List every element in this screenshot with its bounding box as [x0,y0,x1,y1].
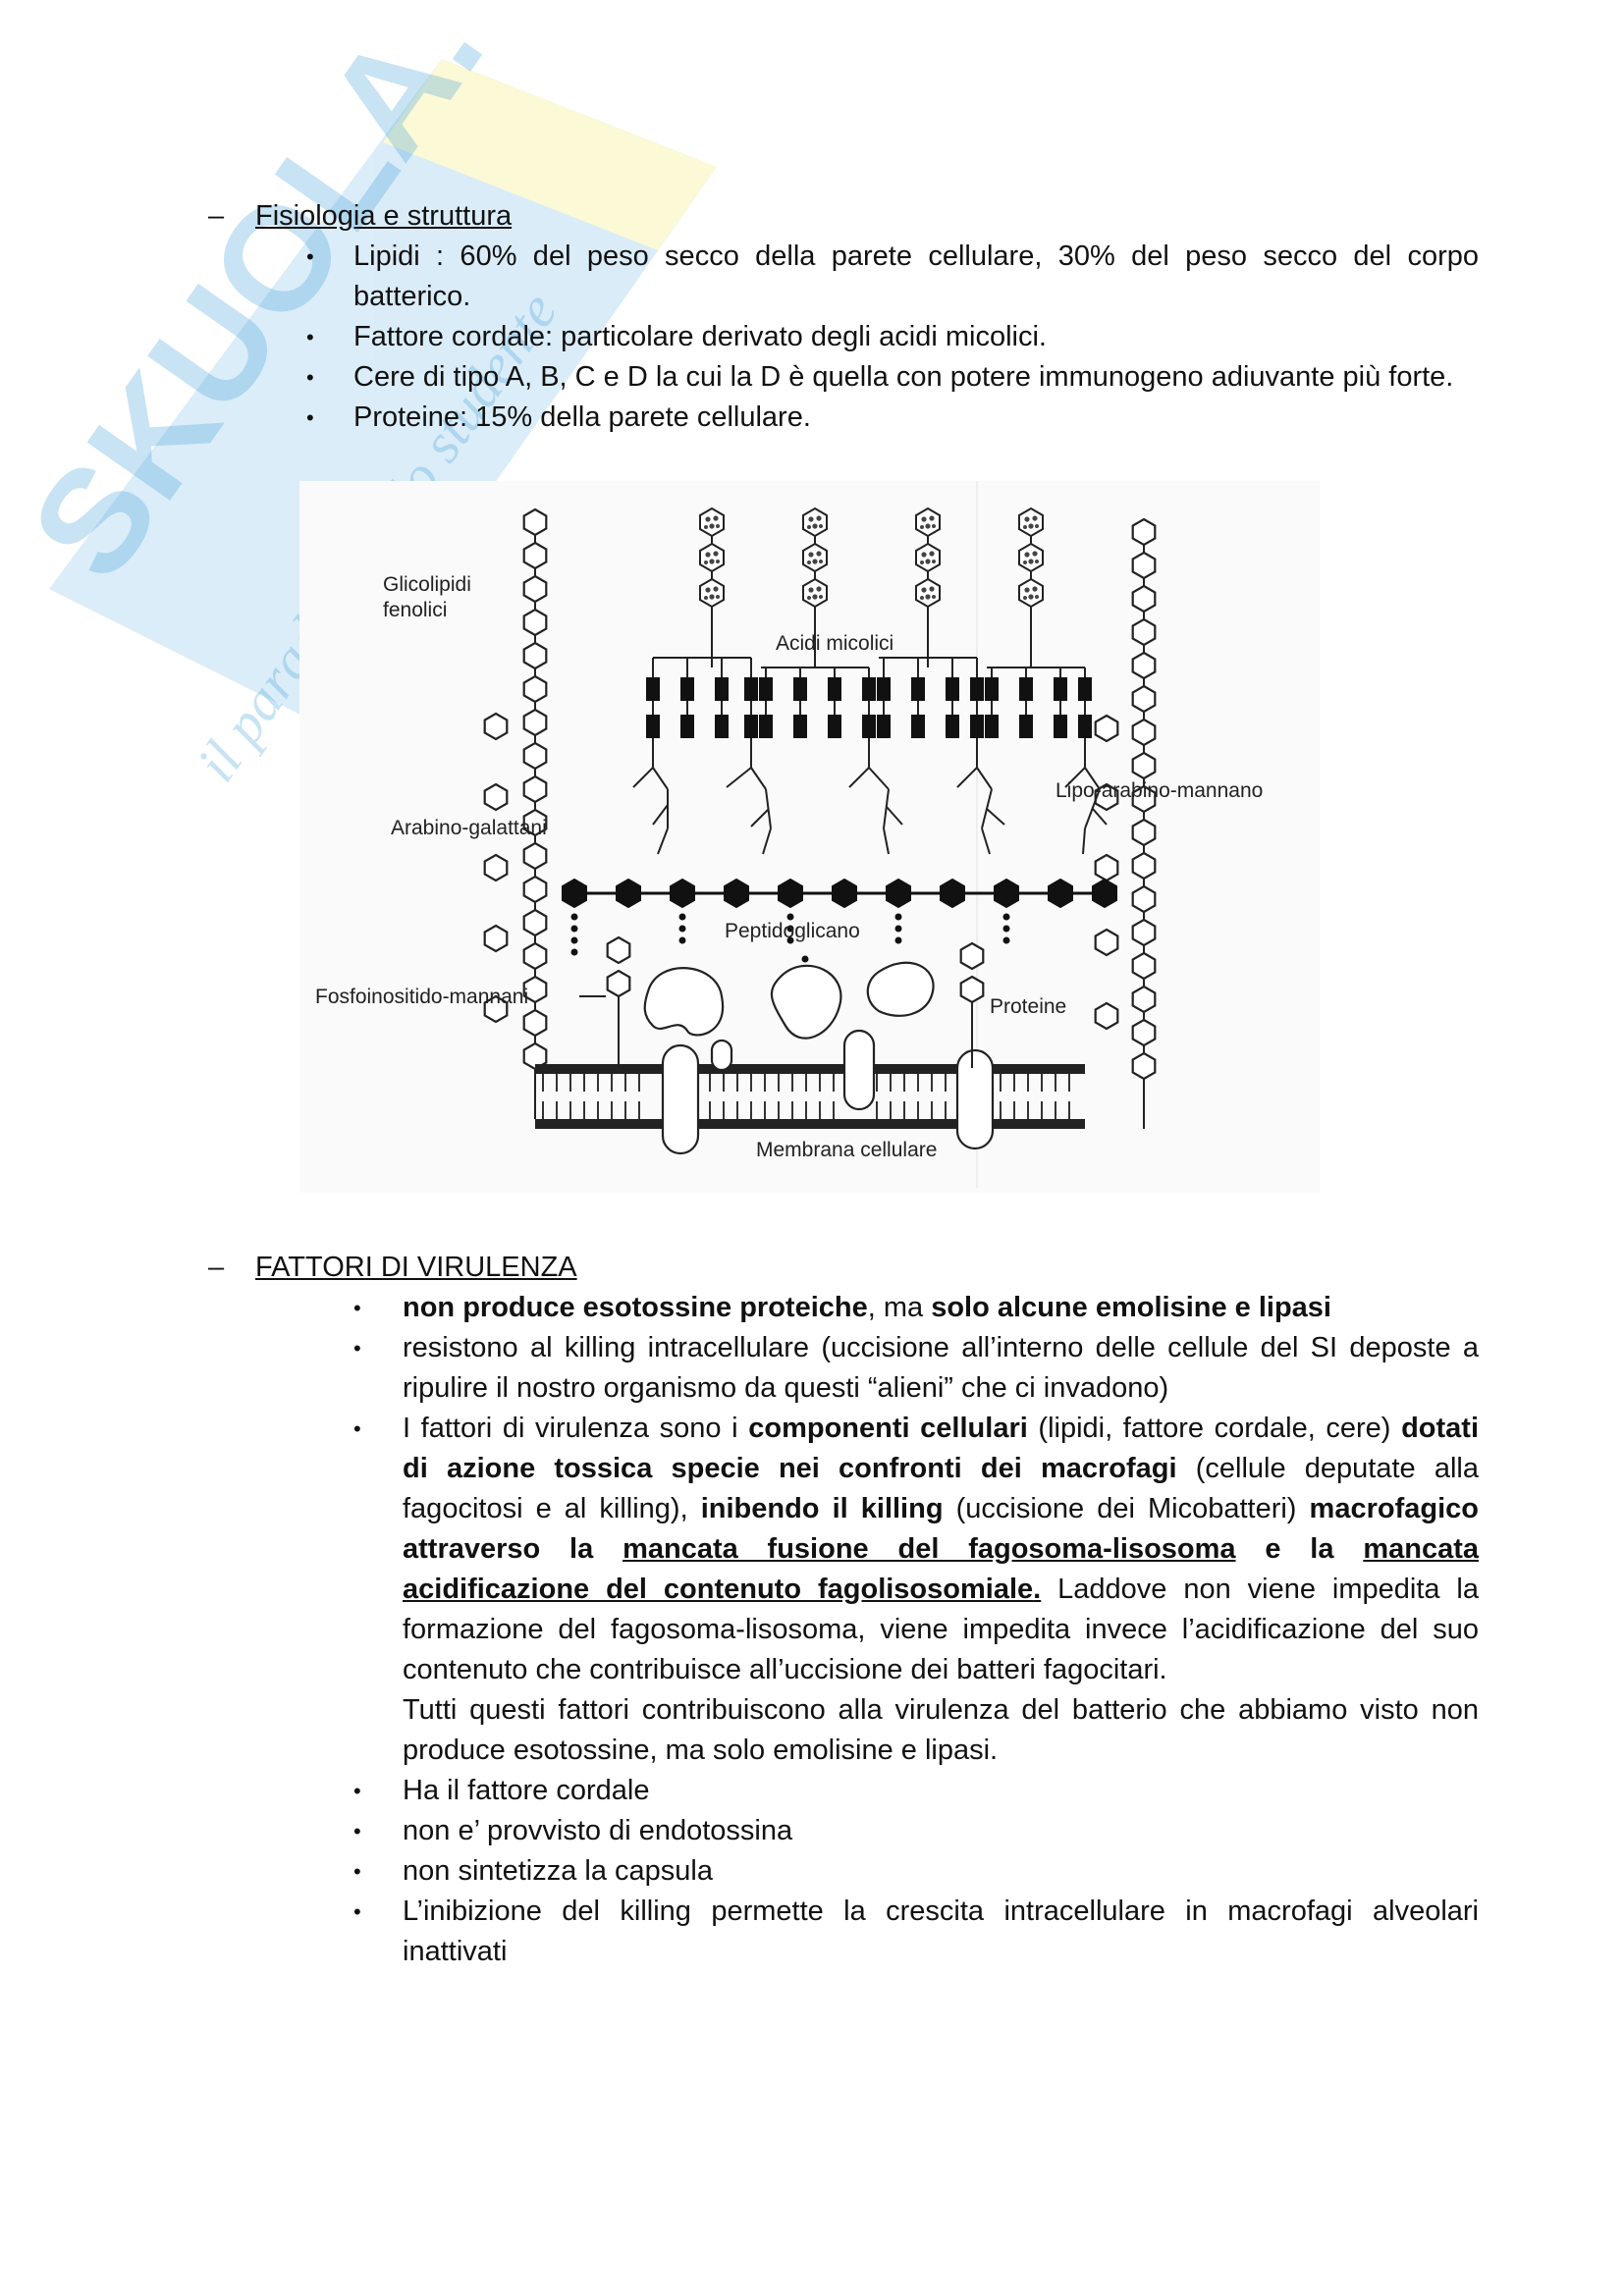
list-item: •I fattori di virulenza sono i component… [353,1409,1479,1771]
cell-wall-diagram: Glicolipidi fenolici Acidi micolici Lipo… [299,481,1321,1193]
bullet-icon: • [353,1296,361,1320]
bullet-icon: • [353,1416,361,1441]
section-title: FATTORI DI VIRULENZA [255,1252,577,1283]
bullet-icon: • [306,365,314,390]
list-item: •Ha il fattore cordale [353,1771,1479,1811]
fisiologia-list: •Lipidi : 60% del peso secco della paret… [306,237,1479,438]
label-proteine: Proteine [990,995,1066,1018]
bullet-icon: • [306,405,314,430]
list-item: •resistono al killing intracellulare (uc… [353,1328,1479,1409]
label-membrana-cellulare: Membrana cellulare [756,1139,937,1161]
membrane-proteins [661,1029,995,1155]
label-peptidoglicano: Peptidoglicano [725,920,860,942]
bullet-icon: • [353,1819,361,1843]
label-acidi-micolici: Acidi micolici [776,632,893,655]
peptidoglycan-chain [562,879,1117,963]
list-item: •non e’ provvisto di endotossina [353,1811,1479,1851]
section-fisiologia-heading: –Fisiologia e struttura [208,196,512,237]
wall-proteins [643,961,935,1040]
list-item: •non produce esotossine proteiche, ma so… [353,1288,1479,1328]
list-item: •Cere di tipo A, B, C e D la cui la D è … [306,357,1479,398]
cell-membrane-bilayer [535,1064,1085,1129]
label-arabino-galattani: Arabino-galattani [391,817,547,839]
arabinogalactan-branches [632,738,1108,855]
bullet-icon: • [306,244,314,269]
right-lipoarabinomannan-chain [1094,517,1157,1129]
bullet-icon: • [353,1779,361,1803]
section-virulenza-heading: –FATTORI DI VIRULENZA [208,1248,577,1288]
bullet-icon: • [353,1859,361,1884]
list-item: •non sintetizza la capsula [353,1851,1479,1892]
dash-marker: – [208,1252,225,1283]
list-item: •Fattore cordale: particolare derivato d… [306,317,1479,357]
label-fosfoinositido-mannani: Fosfoinositido-mannani [315,986,528,1008]
left-lipoarabinomannan-chain [483,507,548,1119]
list-item: •L’inibizione del killing permette la cr… [353,1892,1479,1972]
label-fenolici: fenolici [383,599,447,621]
label-glicolipidi: Glicolipidi [383,573,471,596]
phenolic-glycolipids [699,507,1044,667]
label-lipo-arabino-mannano: Lipo-arabino-mannano [1056,779,1263,802]
dash-marker: – [208,200,225,232]
list-item: •Proteine: 15% della parete cellulare. [306,398,1479,438]
virulenza-list: •non produce esotossine proteiche, ma so… [353,1288,1479,1972]
bullet-icon: • [353,1336,361,1361]
bullet-icon: • [306,325,314,349]
list-item: •Lipidi : 60% del peso secco della paret… [306,237,1479,317]
section-title: Fisiologia e struttura [255,200,513,232]
bullet-icon: • [353,1899,361,1924]
phosphoinositide-mannans [606,935,985,1068]
